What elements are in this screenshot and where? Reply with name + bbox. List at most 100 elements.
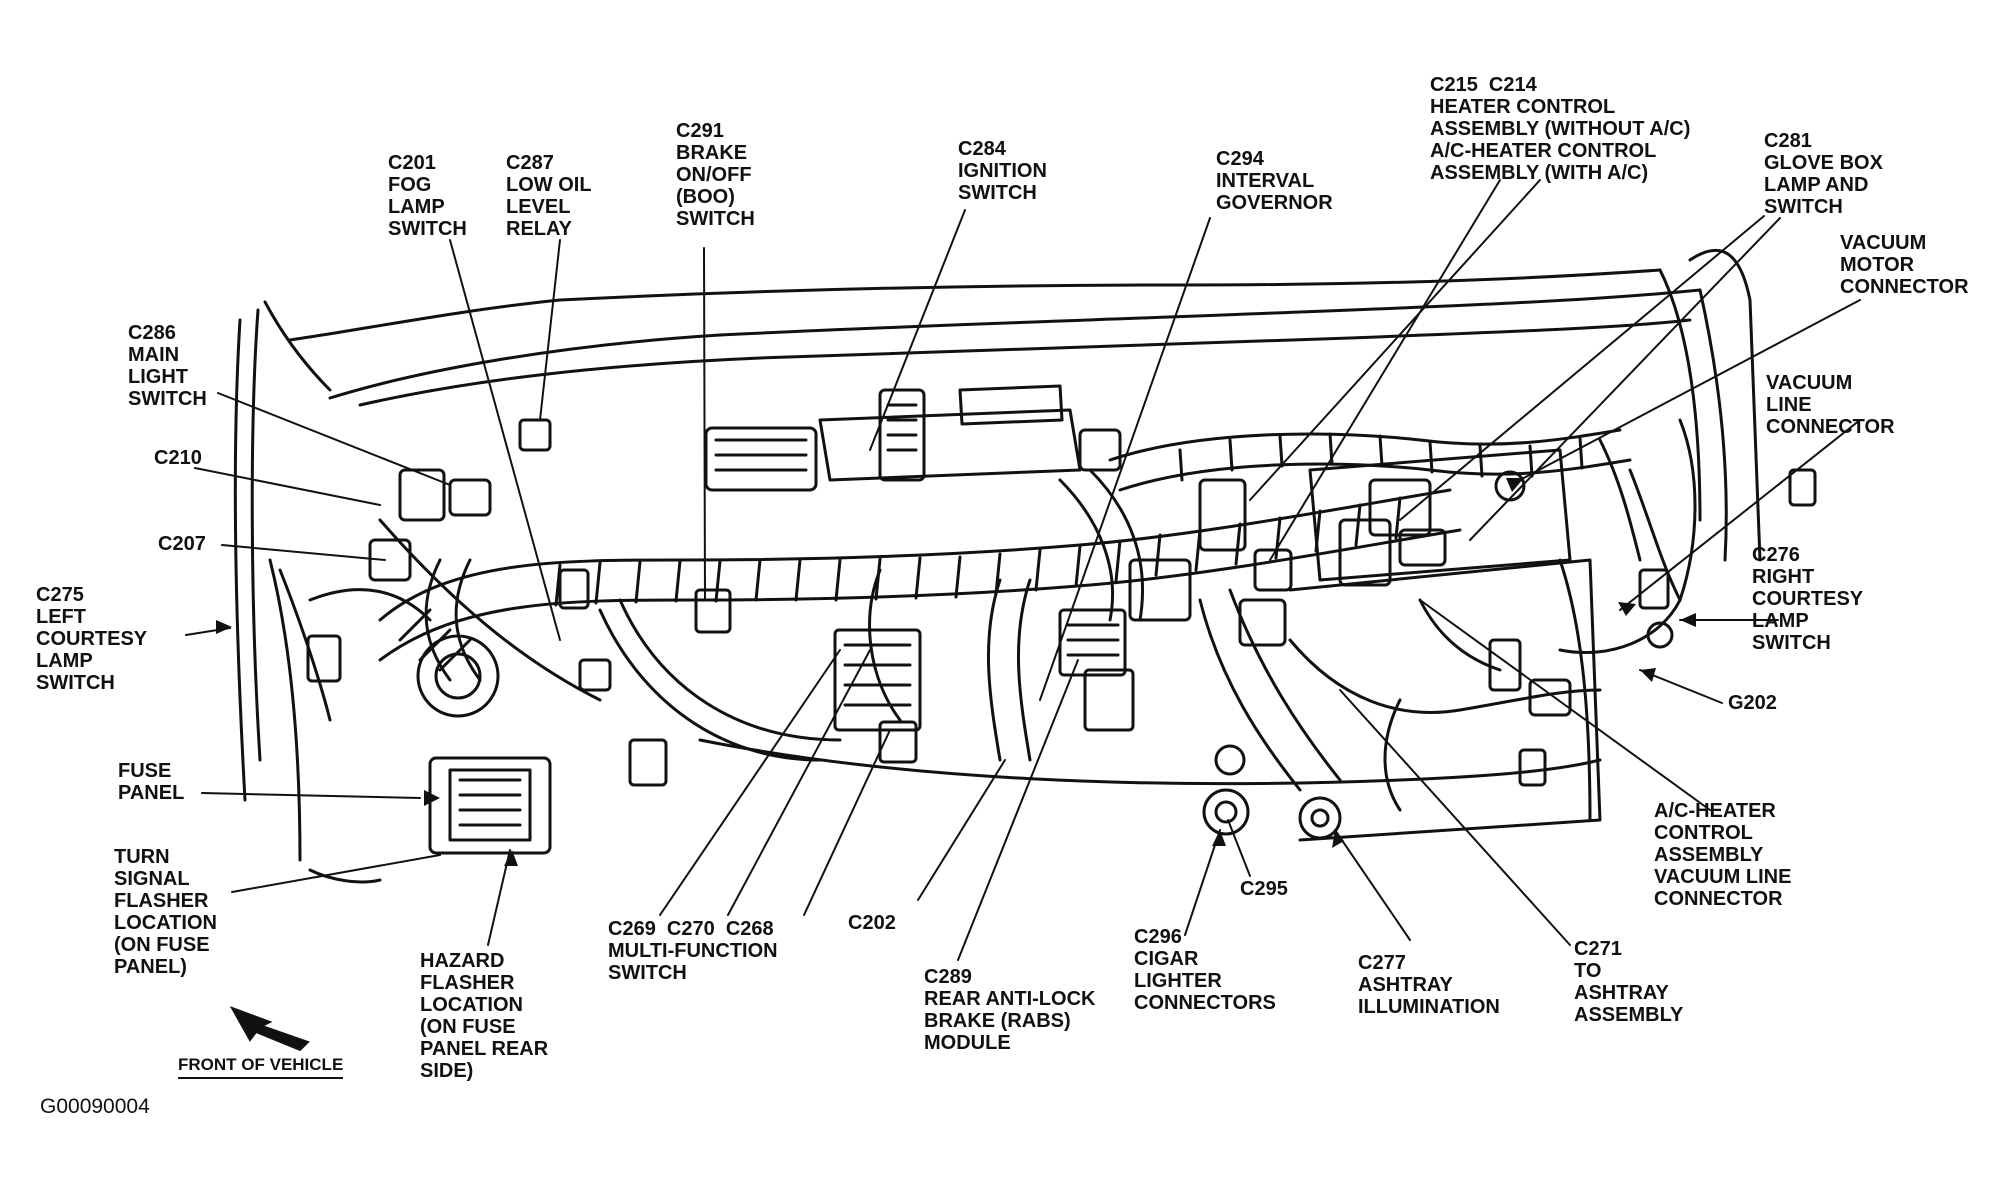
callout-line: A/C-HEATER CONTROL	[1430, 140, 1657, 162]
callout-line: LINE	[1766, 394, 1812, 416]
callout-line: SWITCH	[1752, 632, 1831, 654]
callout-line: SWITCH	[676, 208, 755, 230]
callout-line: IGNITION	[958, 160, 1047, 182]
leader-arrowheads	[216, 478, 1696, 866]
callout-line: SWITCH	[1764, 196, 1843, 218]
callout-c291: C291 BRAKE ON/OFF (BOO) SWITCH	[676, 120, 755, 230]
callout-c201: C201 FOG LAMP SWITCH	[388, 152, 467, 240]
callout-line: LOCATION	[420, 994, 523, 1016]
callout-line: TURN	[114, 846, 170, 868]
callout-line: (BOO)	[676, 186, 735, 208]
callout-line: PANEL	[118, 782, 185, 804]
figure-id-text: G00090004	[40, 1095, 150, 1118]
callout-line: CONTROL	[1654, 822, 1753, 844]
callout-line: C294	[1216, 148, 1264, 170]
callout-line: LAMP AND	[1764, 174, 1869, 196]
callout-turn-signal-flasher: TURN SIGNAL FLASHER LOCATION (ON FUSE PA…	[114, 846, 217, 978]
callout-c207: C207	[158, 533, 206, 555]
callout-line: LEVEL	[506, 196, 571, 218]
callout-line: BRAKE (RABS)	[924, 1010, 1071, 1032]
callout-line: RIGHT	[1752, 566, 1815, 588]
callout-line: CONNECTORS	[1134, 992, 1276, 1014]
callout-line: ASHTRAY	[1574, 982, 1669, 1004]
callout-line: C201	[388, 152, 436, 174]
callout-line: MAIN	[128, 344, 180, 366]
dashboard-outline	[233, 249, 1762, 884]
callout-line: G202	[1728, 692, 1777, 714]
callout-line: COURTESY	[1752, 588, 1864, 610]
callout-c202: C202	[848, 912, 896, 934]
callout-line: C277	[1358, 952, 1406, 974]
figure-id: G00090004	[40, 1096, 150, 1118]
callout-line: C291	[676, 120, 724, 142]
front-of-vehicle-label: FRONT OF VEHICLE	[178, 1054, 344, 1079]
callout-line: LAMP	[388, 196, 445, 218]
callout-line: LIGHT	[128, 366, 188, 388]
callout-line: FLASHER	[114, 890, 209, 912]
callout-line: LAMP	[1752, 610, 1809, 632]
callout-line: CONNECTOR	[1766, 416, 1895, 438]
callout-line: CONNECTOR	[1840, 276, 1969, 298]
callout-line: LOW OIL	[506, 174, 592, 196]
callout-line: VACUUM	[1766, 372, 1853, 394]
callout-line: VACUUM LINE	[1654, 866, 1792, 888]
callout-line: BRAKE	[676, 142, 748, 164]
callout-ac-heater-vacuum-line-connector: A/C-HEATER CONTROL ASSEMBLY VACUUM LINE …	[1654, 800, 1791, 910]
callout-line: C296	[1134, 926, 1182, 948]
callout-line: FUSE	[118, 760, 172, 782]
callout-line: C287	[506, 152, 554, 174]
callout-line: ILLUMINATION	[1358, 996, 1500, 1018]
callout-line: C202	[848, 912, 896, 934]
callout-vacuum-line-connector: VACUUM LINE CONNECTOR	[1766, 372, 1895, 438]
callout-line: ON/OFF	[676, 164, 752, 186]
wiring-harness	[278, 418, 1697, 812]
callout-line: LIGHTER	[1134, 970, 1222, 992]
callout-line: FOG	[388, 174, 432, 196]
callout-line: C215 C214	[1430, 74, 1537, 96]
callout-line: C271	[1574, 938, 1622, 960]
callout-line: COURTESY	[36, 628, 148, 650]
callout-line: SWITCH	[608, 962, 687, 984]
callout-line: SWITCH	[36, 672, 115, 694]
callout-line: SWITCH	[128, 388, 207, 410]
callout-line: HEATER CONTROL	[1430, 96, 1616, 118]
callout-line: TO	[1574, 960, 1602, 982]
callout-line: RELAY	[506, 218, 572, 240]
leader-lines	[185, 179, 1861, 961]
callout-line: CIGAR	[1134, 948, 1199, 970]
callout-vacuum-motor-connector: VACUUM MOTOR CONNECTOR	[1840, 232, 1969, 298]
callout-line: GLOVE BOX	[1764, 152, 1883, 174]
callout-line: SWITCH	[958, 182, 1037, 204]
callout-c294: C294 INTERVAL GOVERNOR	[1216, 148, 1333, 214]
callout-line: LAMP	[36, 650, 93, 672]
callout-line: MODULE	[924, 1032, 1011, 1054]
callout-c295: C295	[1240, 878, 1288, 900]
callout-c286: C286 MAIN LIGHT SWITCH	[128, 322, 207, 410]
callout-c289: C289 REAR ANTI-LOCK BRAKE (RABS) MODULE	[924, 966, 1095, 1054]
front-of-vehicle-arrow-icon	[229, 1006, 310, 1052]
connectors	[306, 388, 1817, 855]
callout-line: HAZARD	[420, 950, 505, 972]
callout-c269-c270-c268: C269 C270 C268 MULTI-FUNCTION SWITCH	[608, 918, 778, 984]
callout-c284: C284 IGNITION SWITCH	[958, 138, 1047, 204]
callout-line: ASSEMBLY (WITHOUT A/C)	[1430, 118, 1691, 140]
front-of-vehicle-text: FRONT OF VEHICLE	[178, 1054, 344, 1079]
callout-line: ASSEMBLY	[1654, 844, 1764, 866]
callout-line: ASHTRAY	[1358, 974, 1453, 996]
callout-c210: C210	[154, 447, 202, 469]
callout-line: C281	[1764, 130, 1812, 152]
callout-hazard-flasher: HAZARD FLASHER LOCATION (ON FUSE PANEL R…	[420, 950, 548, 1082]
callout-line: (ON FUSE	[114, 934, 210, 956]
callout-c281: C281 GLOVE BOX LAMP AND SWITCH	[1764, 130, 1883, 218]
callout-line: ASSEMBLY	[1574, 1004, 1684, 1026]
callout-line: C286	[128, 322, 176, 344]
callout-c277: C277 ASHTRAY ILLUMINATION	[1358, 952, 1500, 1018]
callout-line: C276	[1752, 544, 1800, 566]
callout-line: SIGNAL	[114, 868, 190, 890]
callout-c275: C275 LEFT COURTESY LAMP SWITCH	[36, 584, 147, 694]
callout-line: C275	[36, 584, 84, 606]
callout-line: LEFT	[36, 606, 86, 628]
callout-c287: C287 LOW OIL LEVEL RELAY	[506, 152, 592, 240]
callout-line: C284	[958, 138, 1006, 160]
